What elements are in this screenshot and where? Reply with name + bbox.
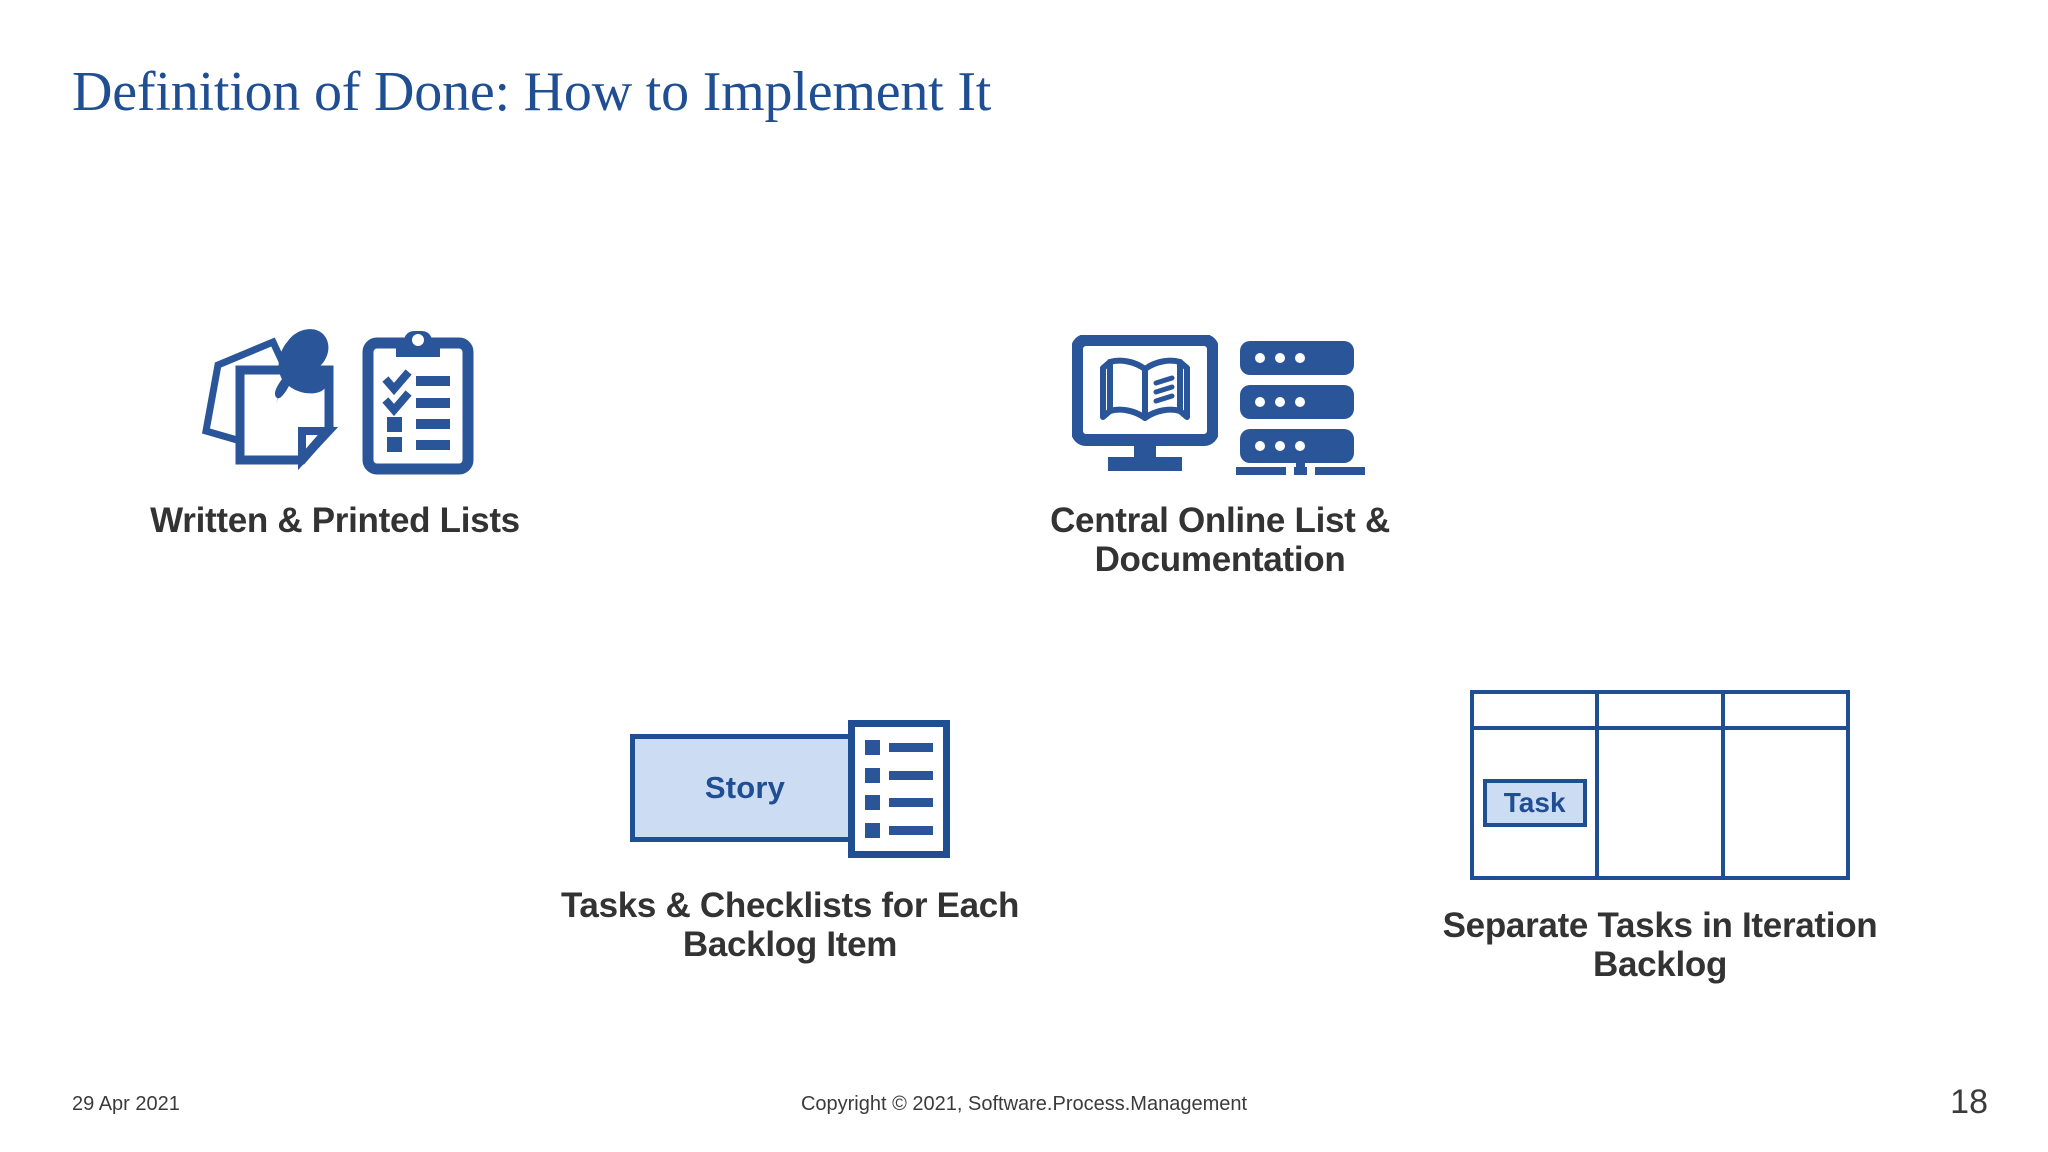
item-central-online-list-label: Central Online List & Documentation (1050, 501, 1390, 580)
story-card: Story (630, 734, 860, 842)
board-column-3 (1720, 730, 1846, 876)
slide-page-number: 18 (1950, 1083, 1988, 1121)
item-separate-tasks: Task Separate Tasks in Iteration Backlog (1420, 690, 1900, 984)
board-column-1: Task (1474, 730, 1595, 876)
checklist-bar (889, 743, 933, 752)
board-header-cell (1595, 694, 1720, 726)
task-card-label: Task (1503, 787, 1566, 818)
checkbox-icon (865, 767, 880, 783)
item-separate-tasks-label: Separate Tasks in Iteration Backlog (1442, 906, 1878, 985)
checklist-bar (889, 798, 933, 808)
item-separate-tasks-art: Task (1420, 690, 1900, 880)
checklist-bar (889, 825, 933, 835)
checklist-bar (889, 770, 933, 780)
item-written-printed-lists: Written & Printed Lists (120, 315, 550, 540)
checklist-row (865, 822, 933, 838)
checklist-row (865, 795, 933, 811)
board-header-cell (1720, 694, 1846, 726)
checkbox-icon (865, 822, 880, 838)
item-central-online-list-art (1000, 315, 1440, 475)
item-central-online-list: Central Online List & Documentation (1000, 315, 1440, 579)
iteration-backlog-board-icon: Task (1470, 690, 1850, 880)
footer-date: 29 Apr 2021 (72, 1093, 180, 1115)
story-card-label: Story (704, 770, 786, 805)
server-stack-icon (1236, 341, 1365, 475)
checklist-row (865, 740, 933, 755)
monitor-book-icon (1072, 335, 1218, 471)
page-title: Definition of Done: How to Implement It (72, 61, 992, 123)
task-card: Task (1482, 779, 1587, 827)
item-written-printed-lists-art (120, 315, 550, 475)
checklist-row (865, 767, 933, 783)
item-tasks-checklists-label: Tasks & Checklists for Each Backlog Item (560, 886, 1020, 965)
item-written-printed-lists-label: Written & Printed Lists (150, 501, 520, 540)
board-header-row (1474, 694, 1846, 730)
board-header-cell (1474, 694, 1595, 726)
item-tasks-checklists-art: Story (560, 720, 1020, 860)
checkbox-icon (865, 795, 880, 811)
checklist-card (848, 720, 950, 858)
footer-copyright: Copyright © 2021, Software.Process.Manag… (800, 1093, 1248, 1115)
story-card-checklist-icon: Story (630, 720, 950, 860)
board-body-row: Task (1474, 730, 1846, 876)
clipboard-checklist-icon (362, 331, 474, 475)
sticky-notes-pushpin-icon (201, 329, 339, 471)
checkbox-icon (865, 740, 880, 755)
board-column-2 (1595, 730, 1720, 876)
item-tasks-checklists: Story (560, 720, 1020, 964)
